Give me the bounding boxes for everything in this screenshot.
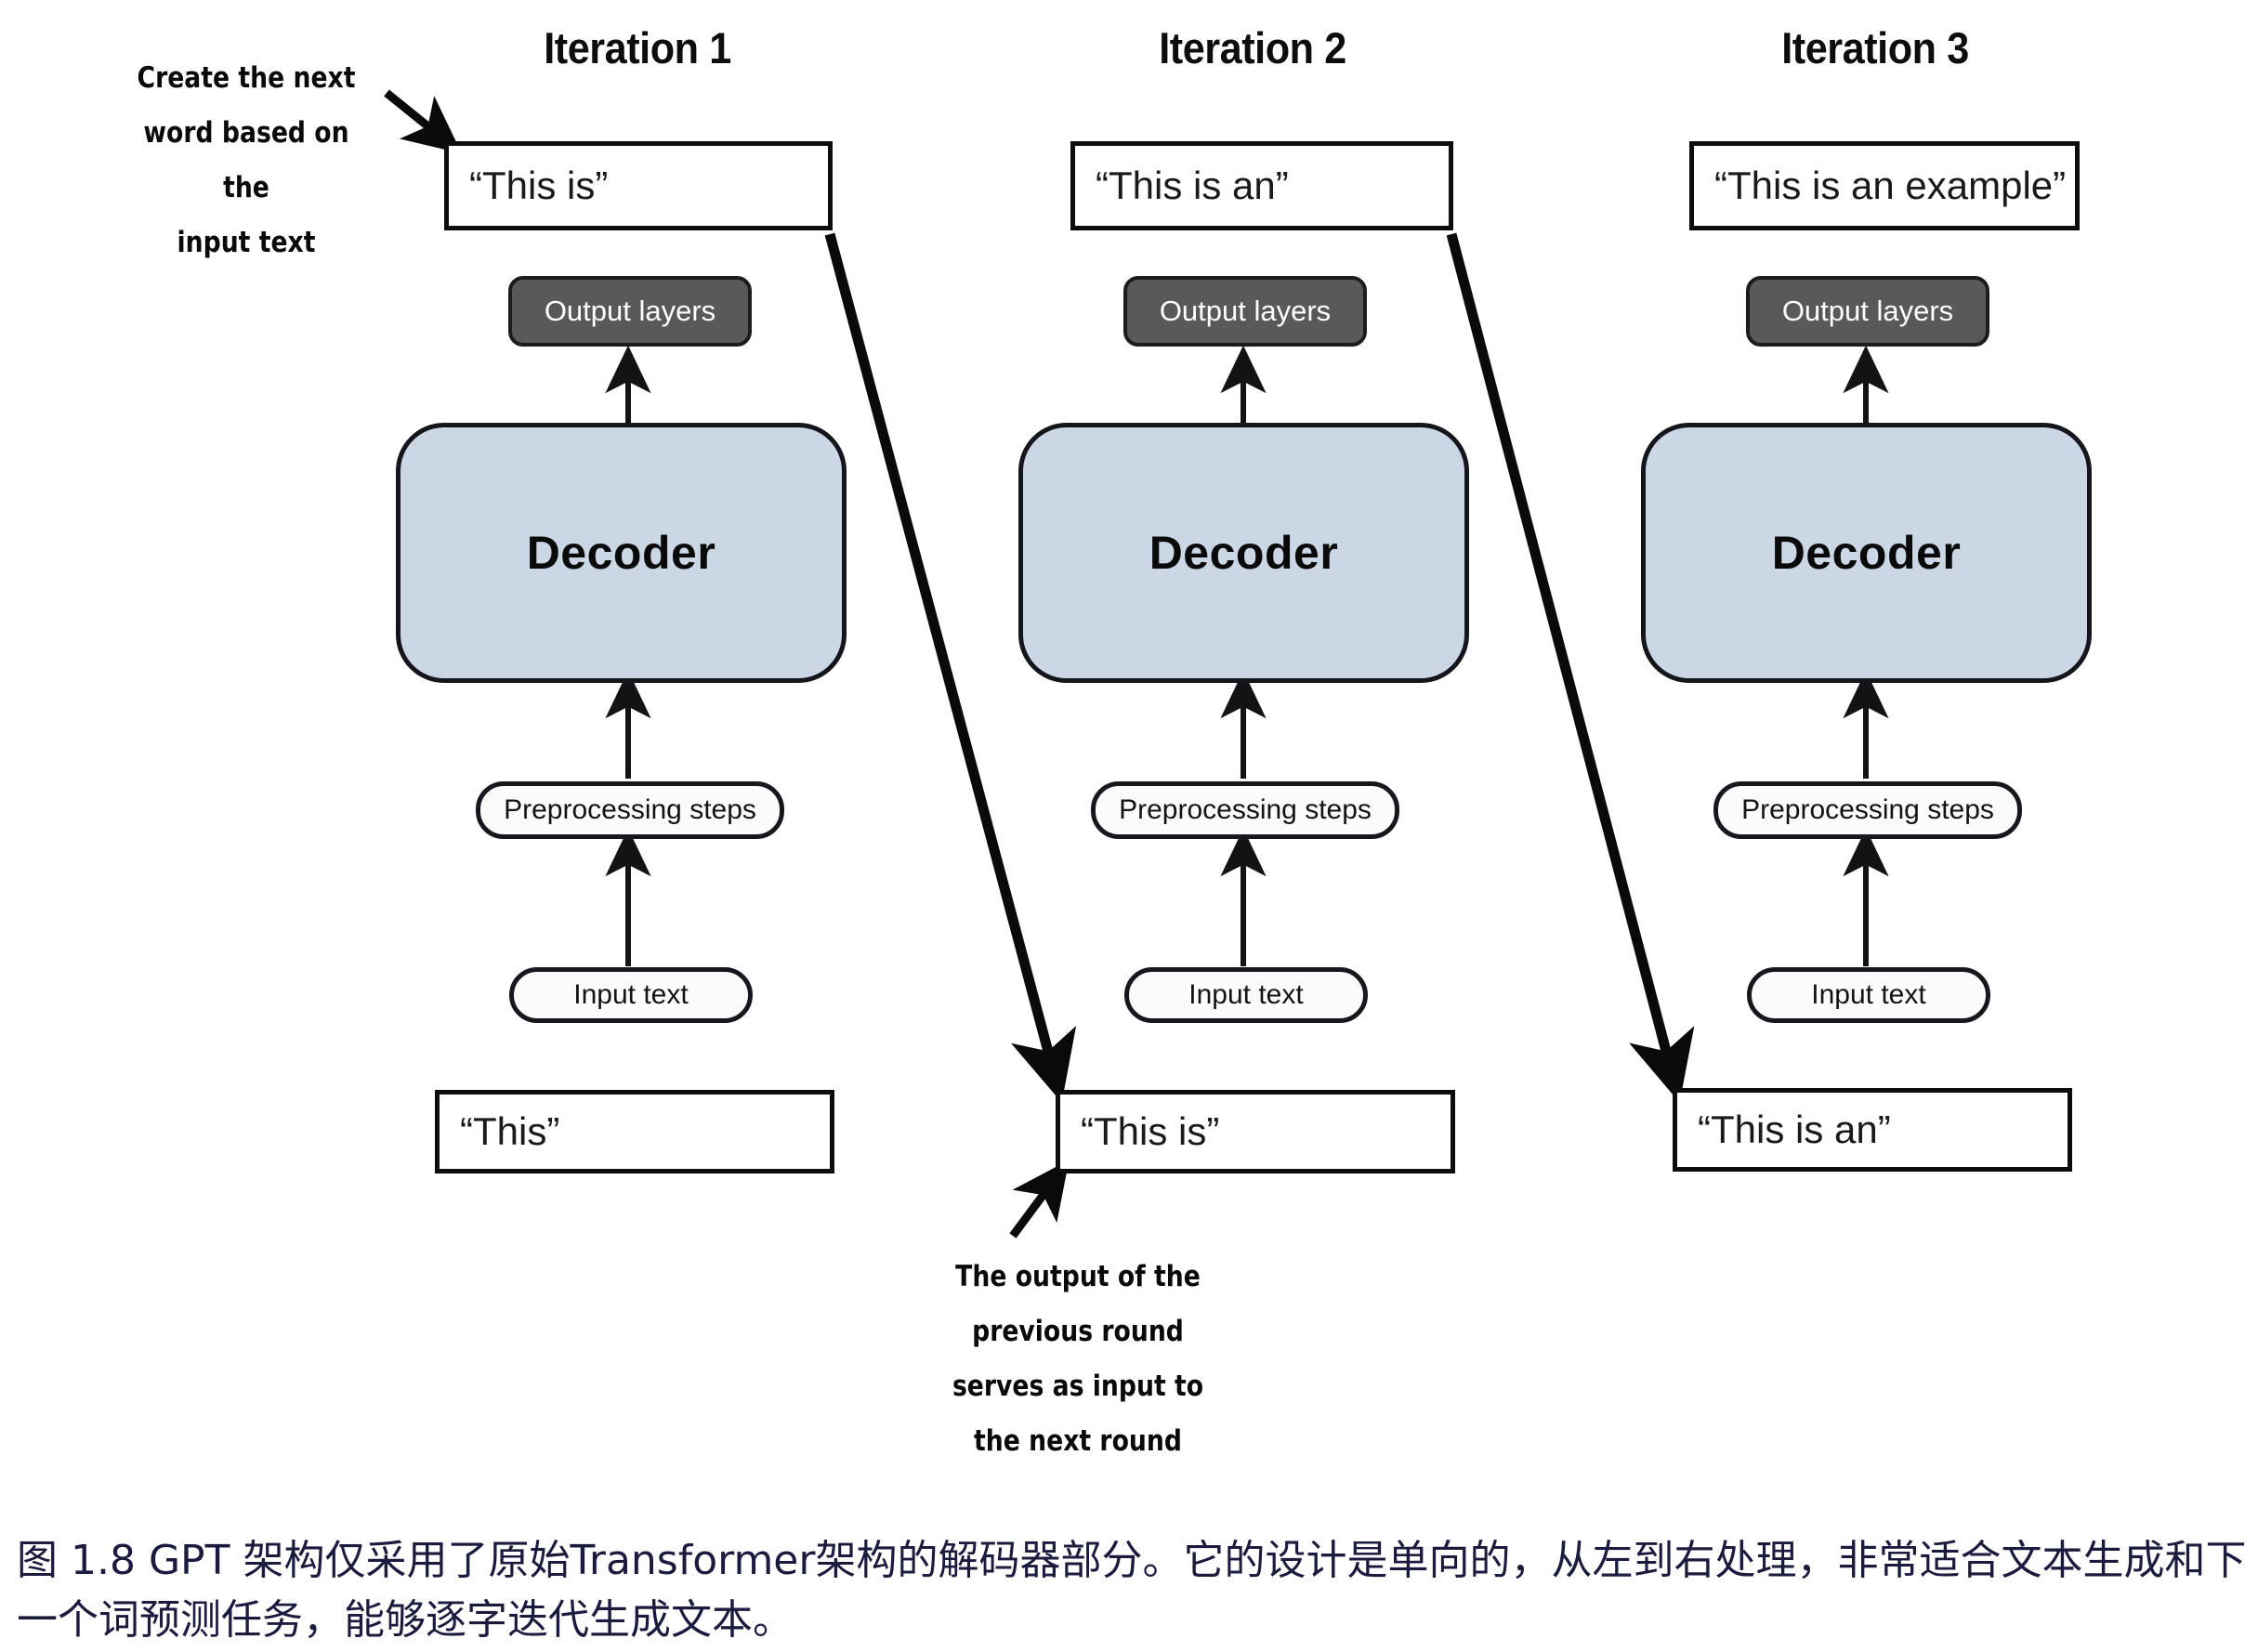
preprocessing-label: Preprocessing steps — [504, 794, 756, 825]
iteration-2-decoder: Decoder — [1018, 423, 1469, 683]
output-layers-label: Output layers — [1781, 295, 1954, 327]
iteration-2-input-pill: Input text — [1124, 967, 1368, 1023]
input-text-label: Input text — [573, 979, 689, 1010]
iteration-2-input-text: “This is” — [1081, 1109, 1220, 1153]
annotation-line: serves as input to — [952, 1370, 1204, 1403]
iteration-3-decoder: Decoder — [1641, 423, 2092, 683]
annotation-pointer-top-left — [384, 89, 462, 154]
iteration-3-input-text: “This is an” — [1698, 1108, 1891, 1151]
decoder-label: Decoder — [1149, 527, 1339, 579]
iteration-3-preprocessing: Preprocessing steps — [1713, 781, 2022, 839]
iteration-3-input-pill: Input text — [1747, 967, 1990, 1023]
carryover-arrow-2-to-3 — [1446, 232, 1695, 1103]
annotation-output-previous-round: The output of the previous round serves … — [939, 1250, 1218, 1469]
input-text-label: Input text — [1188, 979, 1304, 1010]
annotation-line: the next round — [974, 1424, 1182, 1458]
iteration-3-output-box: “This is an example” — [1689, 141, 2080, 230]
iteration-3-output-text: “This is an example” — [1714, 164, 2067, 207]
annotation-line: input text — [177, 226, 316, 259]
iteration-1-input-box: “This” — [435, 1090, 834, 1173]
figure-caption: 图 1.8 GPT 架构仅采用了原始Transformer架构的解码器部分。它的… — [17, 1537, 2247, 1644]
output-layers-label: Output layers — [544, 295, 716, 327]
decoder-label: Decoder — [526, 527, 716, 579]
annotation-line: word based on the — [143, 116, 349, 204]
iteration-1-decoder: Decoder — [396, 423, 847, 683]
carryover-arrow-1-to-2 — [824, 232, 1077, 1103]
iteration-1-preprocessing: Preprocessing steps — [476, 781, 784, 839]
input-text-label: Input text — [1811, 979, 1926, 1010]
iteration-1-input-text: “This” — [460, 1109, 560, 1153]
annotation-create-next-word: Create the next word based on the input … — [118, 51, 374, 270]
decoder-label: Decoder — [1771, 527, 1962, 579]
iteration-1-output-box: “This is” — [444, 141, 833, 230]
annotation-pointer-bottom — [1009, 1160, 1070, 1239]
iteration-2-output-box: “This is an” — [1070, 141, 1453, 230]
iteration-3-input-box: “This is an” — [1673, 1088, 2072, 1172]
output-layers-label: Output layers — [1159, 295, 1332, 327]
preprocessing-label: Preprocessing steps — [1119, 794, 1372, 825]
iteration-2-input-box: “This is” — [1056, 1090, 1455, 1173]
iteration-2-preprocessing: Preprocessing steps — [1091, 781, 1399, 839]
annotation-line: Create the next — [137, 61, 356, 95]
annotation-line: The output of the — [955, 1260, 1201, 1293]
iteration-2-output-layers: Output layers — [1123, 276, 1367, 347]
iteration-2-output-text: “This is an” — [1096, 164, 1289, 207]
iteration-1-output-text: “This is” — [469, 164, 609, 207]
iteration-1-output-layers: Output layers — [508, 276, 752, 347]
iteration-1-input-pill: Input text — [509, 967, 753, 1023]
annotation-line: previous round — [972, 1315, 1184, 1348]
iteration-1-title: Iteration 1 — [544, 23, 731, 72]
preprocessing-label: Preprocessing steps — [1741, 794, 1994, 825]
iteration-3-title: Iteration 3 — [1781, 23, 1969, 72]
iteration-3-output-layers: Output layers — [1746, 276, 1989, 347]
iteration-2-title: Iteration 2 — [1159, 23, 1346, 72]
